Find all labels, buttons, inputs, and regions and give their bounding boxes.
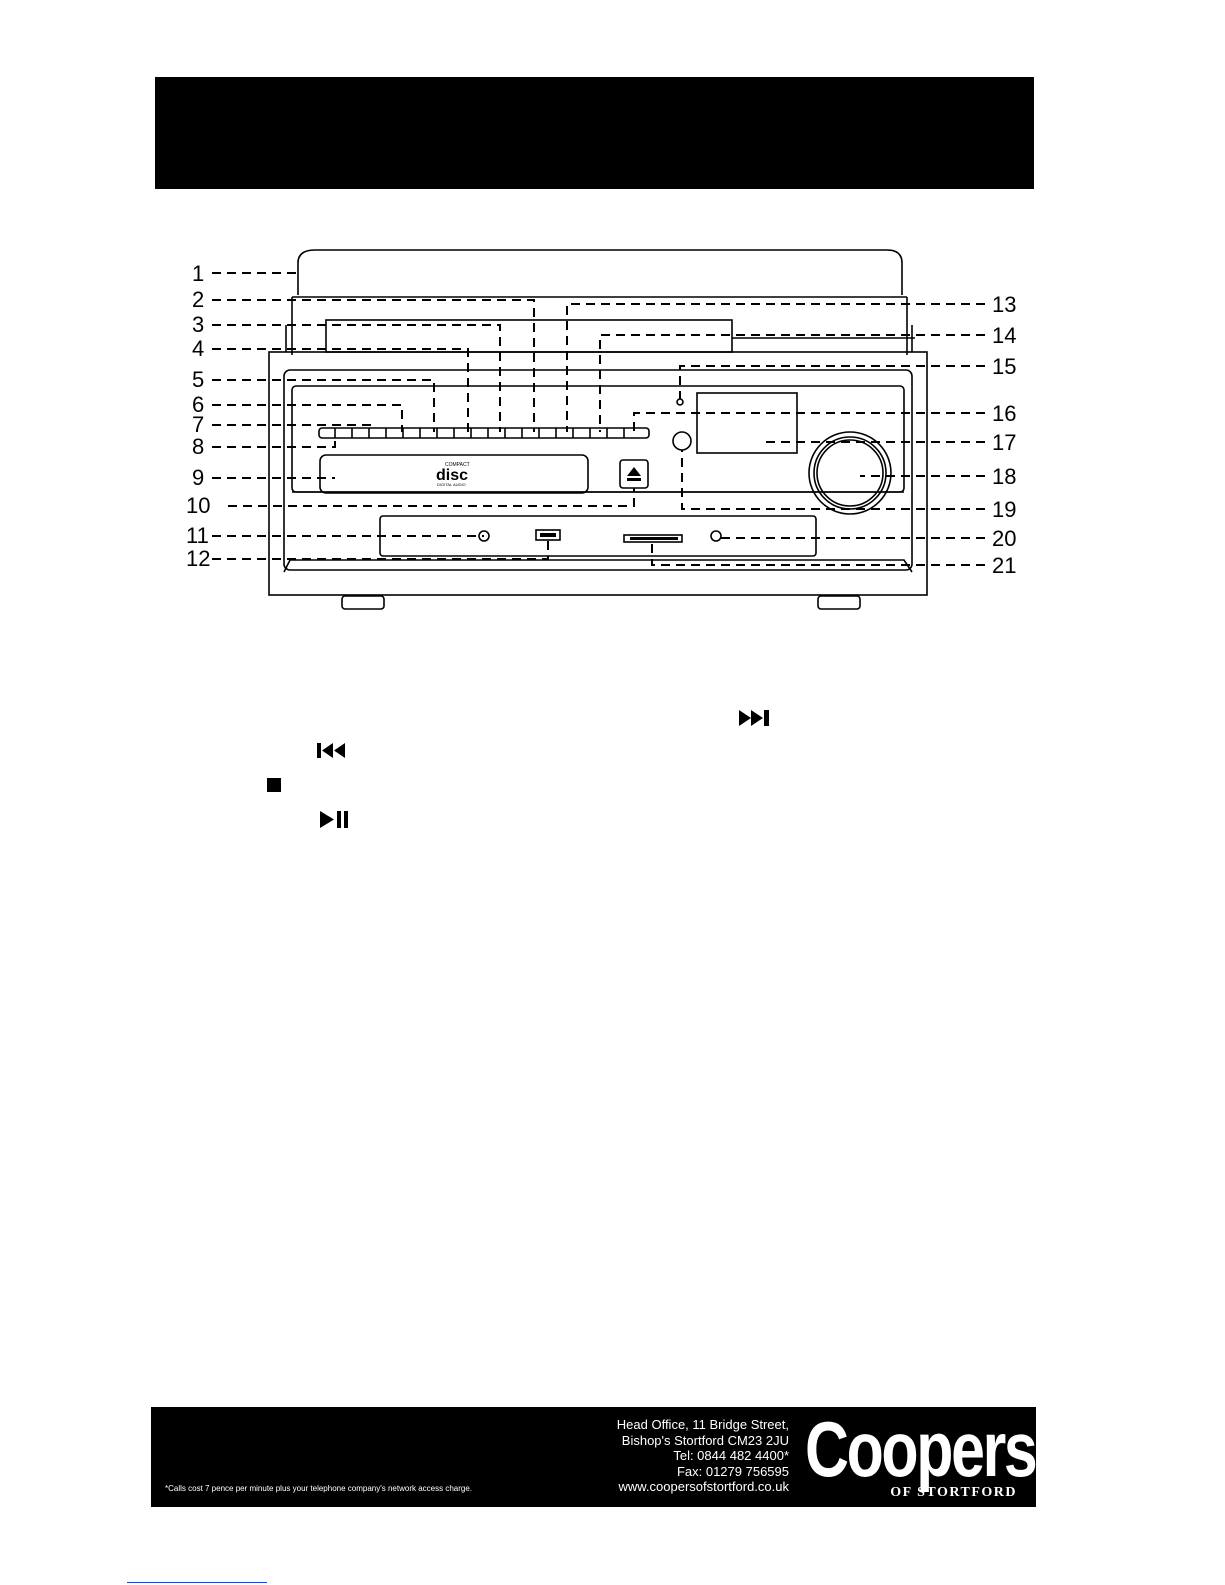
address-line: Head Office, 11 Bridge Street,	[616, 1417, 789, 1432]
footer-banner: Head Office, 11 Bridge Street, Bishop's …	[151, 1405, 1038, 1507]
address-line: Bishop's Stortford CM23 2JU	[621, 1432, 789, 1448]
cd-logo-top: COMPACT	[445, 462, 470, 468]
button-strip	[318, 427, 650, 439]
address-line: Fax: 01279 756595	[676, 1463, 789, 1479]
cd-slot	[319, 454, 589, 494]
right-foot	[817, 595, 861, 610]
website-line: www.coopersofstortford.co.uk	[618, 1479, 789, 1494]
skip-forward-icon	[739, 710, 769, 726]
callout-12: 12	[186, 546, 210, 571]
callout-18: 18	[992, 464, 1016, 489]
cd-logo-bottom: DIGITAL AUDIO	[437, 482, 466, 487]
callout-17: 17	[992, 430, 1016, 455]
volume-knob	[808, 431, 892, 515]
aux-in-jack	[478, 530, 490, 542]
call-cost-note: *Calls cost 7 pence per minute plus your…	[165, 1484, 473, 1493]
address-line: Tel: 0844 482 4400*	[673, 1448, 789, 1463]
product-front-diagram: COMPACT disc DIGITAL AUDIO	[186, 249, 1016, 610]
usb-port	[535, 529, 561, 541]
turntable-lid	[297, 249, 903, 295]
headphone-jack	[710, 530, 722, 542]
callout-5: 5	[192, 367, 204, 392]
callout-1: 1	[192, 261, 204, 286]
link-underline[interactable]	[127, 1582, 267, 1583]
callout-9: 9	[192, 465, 204, 490]
cd-logo-main: disc	[436, 467, 468, 484]
callout-16: 16	[992, 401, 1016, 426]
lcd-display	[696, 392, 798, 454]
callout-15: 15	[992, 354, 1016, 379]
callout-19: 19	[992, 497, 1016, 522]
callout-7: 7	[192, 412, 204, 437]
callout-6: 6	[192, 392, 204, 417]
callout-14: 14	[992, 323, 1016, 348]
remote-sensor	[672, 431, 692, 451]
play-pause-icon	[320, 811, 348, 828]
sd-card-slot	[623, 534, 683, 543]
cabinet	[268, 351, 928, 596]
standby-led	[676, 398, 684, 406]
brand-logo: Coopers OF STORTFORD	[805, 1405, 1038, 1503]
callout-4: 4	[192, 336, 204, 361]
left-foot	[341, 595, 385, 610]
callout-11: 11	[186, 523, 209, 548]
callout-21: 21	[992, 553, 1016, 578]
skip-back-icon	[317, 743, 345, 758]
address-block: Head Office, 11 Bridge Street, Bishop's …	[617, 1417, 789, 1495]
brand-subtitle: OF STORTFORD	[890, 1485, 1017, 1500]
header-bar	[155, 77, 1034, 189]
callout-13: 13	[992, 292, 1016, 317]
stop-icon	[267, 778, 281, 792]
callout-10: 10	[186, 493, 210, 518]
platter-recess	[325, 319, 733, 353]
callout-2: 2	[192, 287, 204, 312]
callout-20: 20	[992, 526, 1016, 551]
callout-8: 8	[192, 434, 204, 459]
callout-3: 3	[192, 312, 204, 337]
brand-name: Coopers	[805, 1405, 1038, 1493]
